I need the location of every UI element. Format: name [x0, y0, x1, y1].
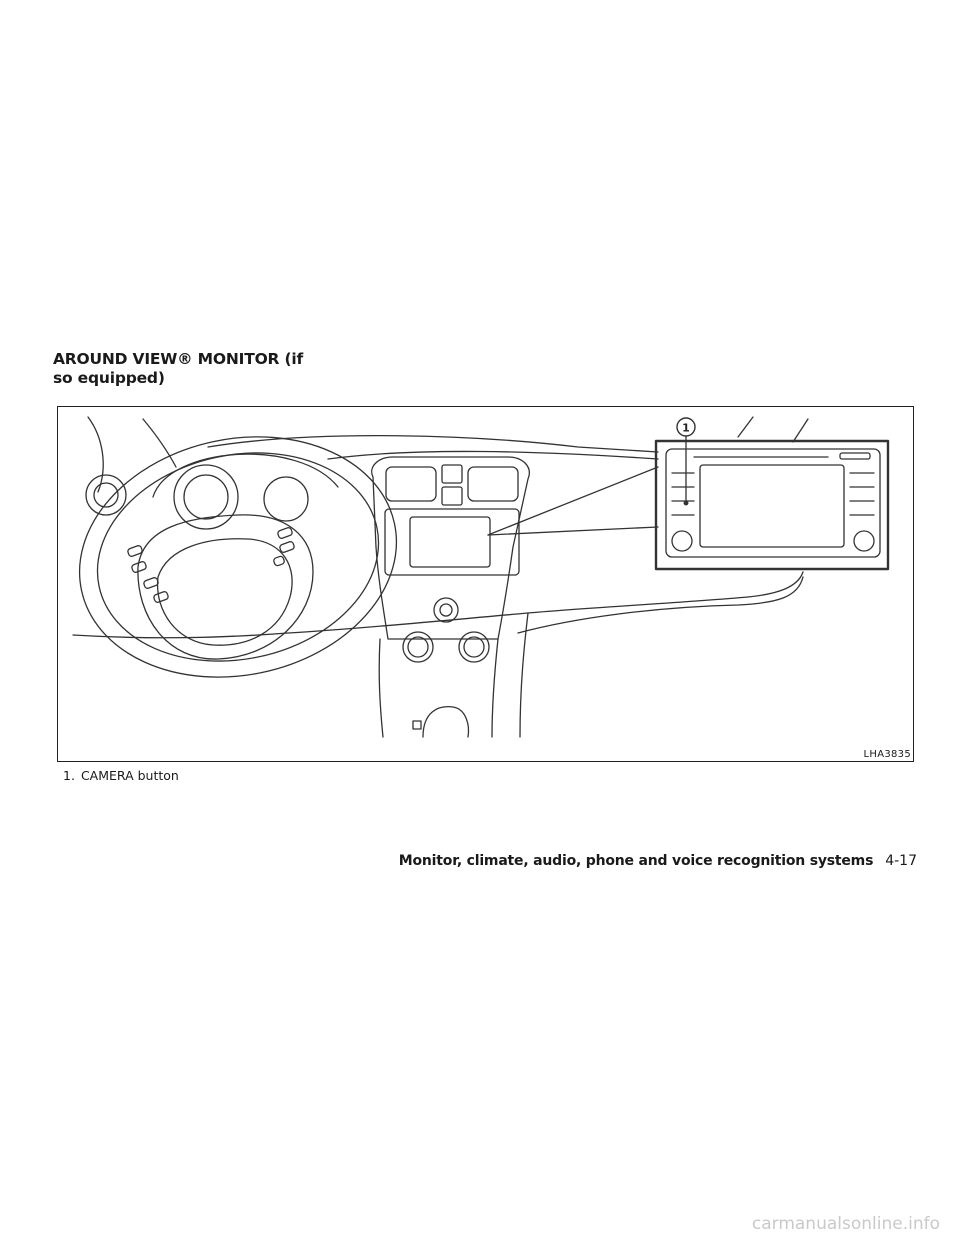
page-footer: Monitor, climate, audio, phone and voice…: [399, 853, 917, 869]
section-title: AROUND VIEW® MONITOR (if so equipped): [53, 350, 304, 387]
caption-label: CAMERA button: [80, 768, 179, 783]
callout-number: 1: [682, 422, 690, 435]
caption-number: 1.: [63, 768, 75, 783]
dashboard-illustration: 1 LHA3835: [57, 406, 914, 762]
footer-chapter-title: Monitor, climate, audio, phone and voice…: [398, 853, 874, 869]
watermark: carmanualsonline.info: [751, 1214, 940, 1234]
figure-code: LHA3835: [863, 749, 911, 760]
dashboard-line-drawing: 1: [72, 416, 890, 738]
page-number: 4-17: [885, 853, 917, 869]
figure-caption: 1. CAMERA button: [63, 768, 185, 783]
